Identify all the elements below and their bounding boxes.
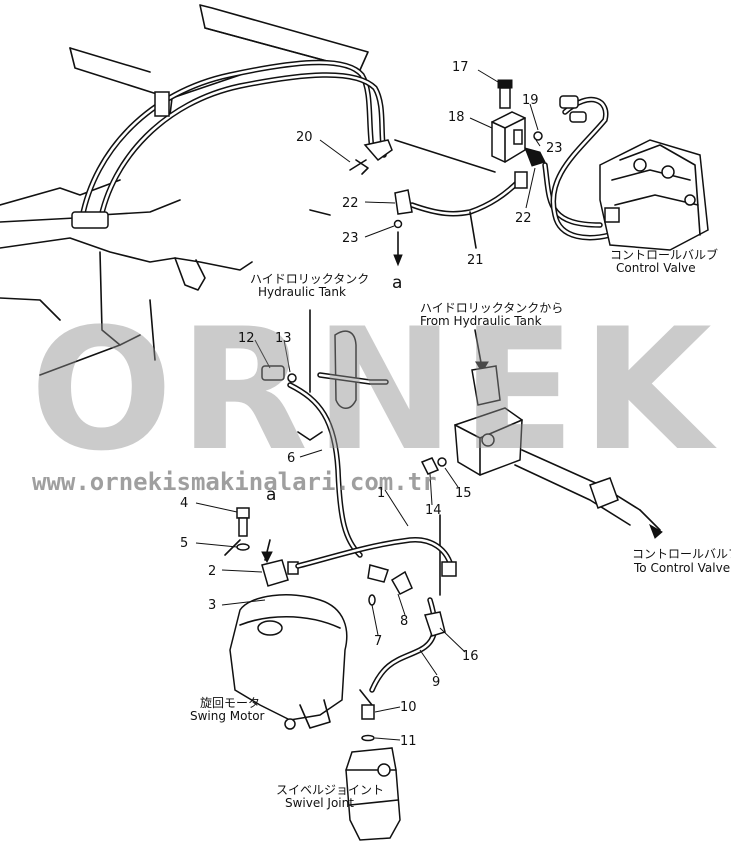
part-number-11: 11 (400, 734, 417, 749)
control-valve-label-jp: コントロールバルブ (610, 247, 718, 262)
control-valve-label-en: Control Valve (616, 261, 696, 275)
leader-lines (195, 69, 541, 741)
control-valve (599, 139, 709, 251)
swivel-joint-label-en: Swivel Joint (285, 796, 354, 810)
valve-bracket-assembly (349, 79, 613, 241)
part-number-1: 1 (377, 486, 385, 501)
to-valve-label-en: To Control Valve (633, 561, 730, 575)
part-numbers: 17 18 19 23 20 22 22 23 21 a 12 13 6 14 … (180, 60, 563, 749)
component-labels: コントロールバルブ Control Valve ハイドロリックタンク Hydra… (190, 247, 731, 810)
watermark-url: www.ornekismakinalari.com.tr (32, 468, 437, 496)
part-number-17: 17 (452, 60, 469, 75)
from-tank-label-jp: ハイドロリックタンクから (420, 301, 563, 315)
part-number-18: 18 (448, 110, 465, 125)
hose-21-assembly (393, 171, 528, 267)
part-number-20: 20 (296, 130, 313, 145)
from-tank-label-en: From Hydraulic Tank (420, 314, 542, 328)
part-number-13: 13 (275, 331, 292, 346)
part-number-15: 15 (455, 486, 472, 501)
part-number-22b: 22 (515, 211, 532, 226)
watermark-logo: ORNEK (30, 292, 718, 488)
part-number-19: 19 (522, 93, 539, 108)
part-number-23a: 23 (546, 141, 563, 156)
part-number-2: 2 (208, 564, 216, 579)
swivel-joint (345, 747, 401, 841)
part-number-22a: 22 (342, 196, 359, 211)
part-number-7: 7 (374, 634, 382, 649)
swing-motor-fittings (224, 507, 457, 606)
ref-a-bottom: a (266, 485, 276, 505)
swing-motor (229, 594, 348, 730)
part-number-3: 3 (208, 598, 216, 613)
swing-motor-label-en: Swing Motor (190, 709, 265, 723)
frame-hoses (71, 59, 496, 229)
hydraulic-tank-label-en: Hydraulic Tank (258, 285, 346, 299)
swivel-joint-label-jp: スイベルジョイント (276, 783, 384, 797)
drain-line (359, 597, 446, 742)
swing-motor-label-jp: 旋回モータ (200, 696, 260, 710)
hydraulic-tank-connection (261, 309, 389, 558)
suction-block (420, 329, 663, 596)
part-number-10: 10 (400, 700, 417, 715)
hydraulic-tank-label-jp: ハイドロリックタンク (250, 272, 369, 286)
part-number-21: 21 (467, 253, 484, 268)
part-number-23b: 23 (342, 231, 359, 246)
ref-a-top: a (392, 273, 402, 293)
part-number-8: 8 (400, 614, 408, 629)
part-number-14: 14 (425, 503, 442, 518)
to-valve-label-jp: コントロールバルブへ (632, 546, 731, 561)
part-number-4: 4 (180, 496, 188, 511)
part-number-16: 16 (462, 649, 479, 664)
part-number-12: 12 (238, 331, 255, 346)
part-number-6: 6 (287, 451, 295, 466)
part-number-9: 9 (432, 675, 440, 690)
watermark: ORNEK www.ornekismakinalari.com.tr (30, 292, 718, 496)
part-number-5: 5 (180, 536, 188, 551)
